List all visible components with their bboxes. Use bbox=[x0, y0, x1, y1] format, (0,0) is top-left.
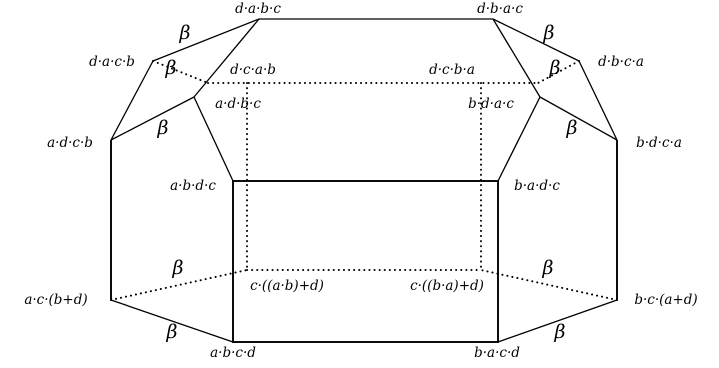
beta-label-top-right: β bbox=[543, 22, 555, 44]
edge-top-left-outer bbox=[152, 18, 260, 62]
edge-top-right-outer bbox=[492, 18, 580, 62]
edge-back-left-up bbox=[152, 60, 209, 84]
edge-upper-left-cross bbox=[110, 96, 195, 141]
vertex-label-mid-left-outer: a·d·c·b bbox=[47, 135, 93, 151]
thick-edges bbox=[110, 140, 618, 343]
edge-lower-right-outer bbox=[497, 299, 618, 343]
beta-label-upper-left-cross: β bbox=[157, 117, 169, 139]
vertex-label-front-bottom-left: a·b·c·d bbox=[210, 345, 256, 361]
beta-label-upper-right-cross: β bbox=[566, 117, 578, 139]
beta-label-top-left: β bbox=[179, 22, 191, 44]
beta-label-lower-right-outer: β bbox=[554, 321, 566, 343]
vertex-label-front-top-left: a·b·d·c bbox=[170, 178, 216, 194]
beta-labels: β β β β β β β β β β bbox=[157, 22, 578, 343]
beta-label-lower-left-outer: β bbox=[166, 321, 178, 343]
vertex-label-back-bottom-right: c·((b·a)+d) bbox=[410, 278, 484, 294]
vertex-label-lower-right-outer: b·c·(a+d) bbox=[634, 292, 697, 308]
beta-label-lower-right-back: β bbox=[542, 257, 554, 279]
vertex-label-lower-left-outer: a·c·(b+d) bbox=[24, 292, 87, 308]
vertex-label-mid-right-outer: b·d·c·a bbox=[636, 135, 682, 151]
edge-upper-left-outer bbox=[110, 60, 154, 141]
edge-lower-left-outer bbox=[110, 299, 234, 343]
vertex-label-top-left: d·a·b·c bbox=[235, 1, 281, 17]
edge-left-inner-down bbox=[193, 96, 234, 182]
edge-right-inner-down bbox=[497, 96, 541, 182]
dotted-edges bbox=[110, 60, 618, 301]
vertex-label-upper-left-outer: d·a·c·b bbox=[89, 54, 135, 70]
edge-top-right-inner bbox=[492, 18, 541, 98]
vertex-label-top-right: d·b·a·c bbox=[477, 1, 523, 17]
edge-top-left-inner bbox=[193, 18, 260, 98]
beta-label-upper-right-back: β bbox=[549, 57, 561, 79]
solid-edges bbox=[110, 18, 618, 343]
edge-upper-right-outer bbox=[578, 60, 618, 141]
vertex-label-upper-right-back: d·c·b·a bbox=[429, 62, 475, 78]
beta-label-lower-left-back: β bbox=[172, 257, 184, 279]
edge-upper-right-cross bbox=[539, 96, 618, 141]
vertex-label-upper-right-outer: d·b·c·a bbox=[598, 54, 644, 70]
vertex-label-upper-left-inner: a·d·b·c bbox=[215, 96, 261, 112]
vertex-label-front-top-right: b·a·d·c bbox=[514, 178, 560, 194]
front-rectangle bbox=[232, 180, 499, 343]
vertex-label-back-bottom-left: c·((a·b)+d) bbox=[250, 278, 324, 294]
beta-label-upper-left-back: β bbox=[165, 57, 177, 79]
vertex-label-upper-right-inner: b·d·a·c bbox=[468, 96, 514, 112]
vertex-label-upper-left-back: d·c·a·b bbox=[230, 62, 276, 78]
vertex-label-front-bottom-right: b·a·c·d bbox=[474, 345, 520, 361]
vertex-labels: d·a·b·c d·b·a·c d·a·c·b d·b·c·a d·c·a·b … bbox=[24, 1, 697, 361]
